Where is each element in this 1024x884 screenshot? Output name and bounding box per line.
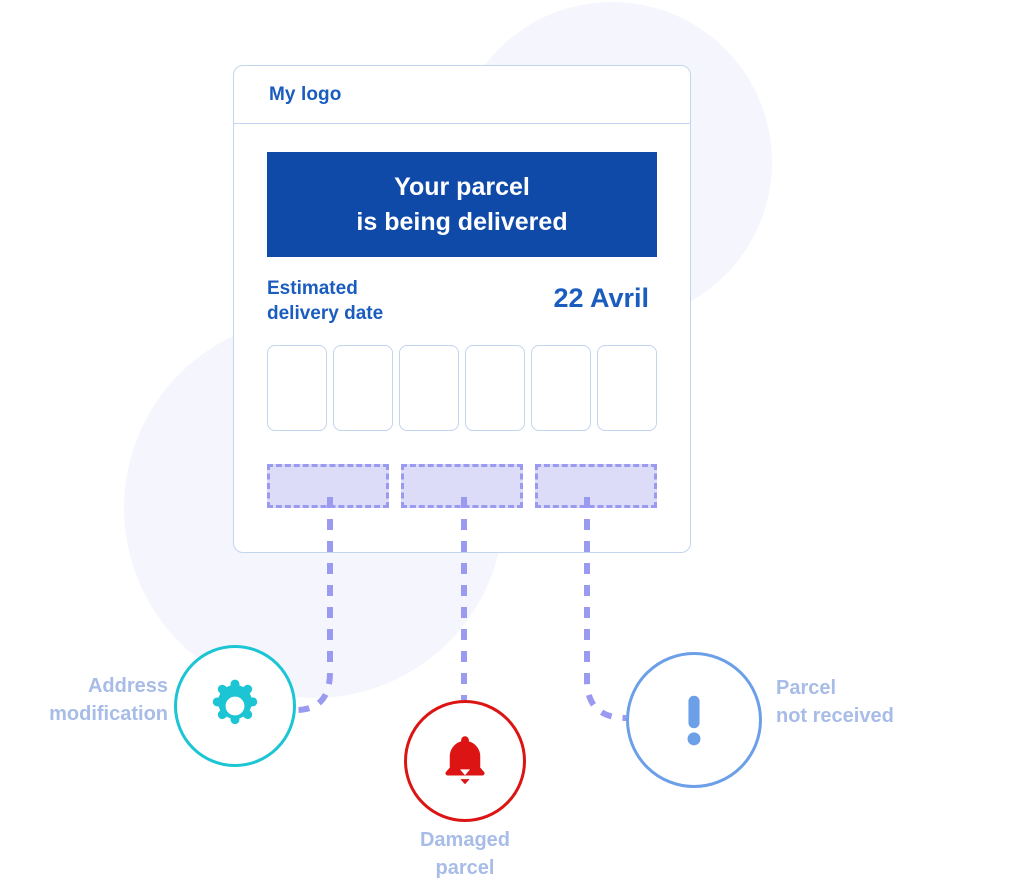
action-chip-damaged-parcel[interactable] xyxy=(401,464,523,509)
icon-node-damaged-parcel[interactable] xyxy=(404,700,526,822)
label-parcel-not-received-line-2: not received xyxy=(776,705,894,727)
content-placeholder-slot xyxy=(267,345,327,432)
label-damaged-parcel: Damaged parcel xyxy=(390,826,540,882)
gear-icon xyxy=(204,675,266,737)
card-header: My logo xyxy=(234,66,690,124)
label-damaged-parcel-line-2: parcel xyxy=(435,857,495,879)
label-parcel-not-received-line-1: Parcel xyxy=(776,677,837,699)
content-placeholder-slot xyxy=(597,345,657,432)
content-placeholder-slot xyxy=(531,345,591,432)
action-chip-row xyxy=(267,464,657,509)
estimated-delivery-date: 22 Avril xyxy=(553,283,649,313)
status-banner: Your parcel is being delivered xyxy=(267,152,657,257)
label-address-modification: Address modification xyxy=(18,672,168,728)
estimated-delivery-label-line-2: delivery date xyxy=(267,302,384,324)
icon-node-address-modification[interactable] xyxy=(174,645,296,767)
content-placeholder-slot xyxy=(465,345,525,432)
bell-icon xyxy=(435,731,495,791)
content-placeholder-row xyxy=(267,345,657,432)
estimated-delivery-label-line-1: Estimated xyxy=(267,278,358,299)
label-parcel-not-received: Parcel not received xyxy=(776,674,986,730)
exclamation-icon xyxy=(663,689,725,751)
logo-text: My logo xyxy=(269,83,342,105)
icon-node-parcel-not-received[interactable] xyxy=(626,652,762,788)
label-address-modification-line-2: modification xyxy=(49,703,168,725)
status-banner-line-2: is being delivered xyxy=(356,207,568,236)
label-damaged-parcel-line-1: Damaged xyxy=(419,829,511,851)
action-chip-parcel-not-received[interactable] xyxy=(535,464,657,509)
action-chip-address-modification[interactable] xyxy=(267,464,389,509)
status-banner-line-1: Your parcel xyxy=(394,173,530,201)
estimated-delivery-label: Estimated delivery date xyxy=(267,277,383,326)
content-placeholder-slot xyxy=(333,345,393,432)
label-address-modification-line-1: Address xyxy=(87,675,168,697)
estimated-delivery-row: Estimated delivery date 22 Avril xyxy=(267,277,657,326)
content-placeholder-slot xyxy=(399,345,459,432)
card-body: Your parcel is being delivered Estimated… xyxy=(234,124,690,509)
parcel-tracking-card: My logo Your parcel is being delivered E… xyxy=(233,65,691,553)
